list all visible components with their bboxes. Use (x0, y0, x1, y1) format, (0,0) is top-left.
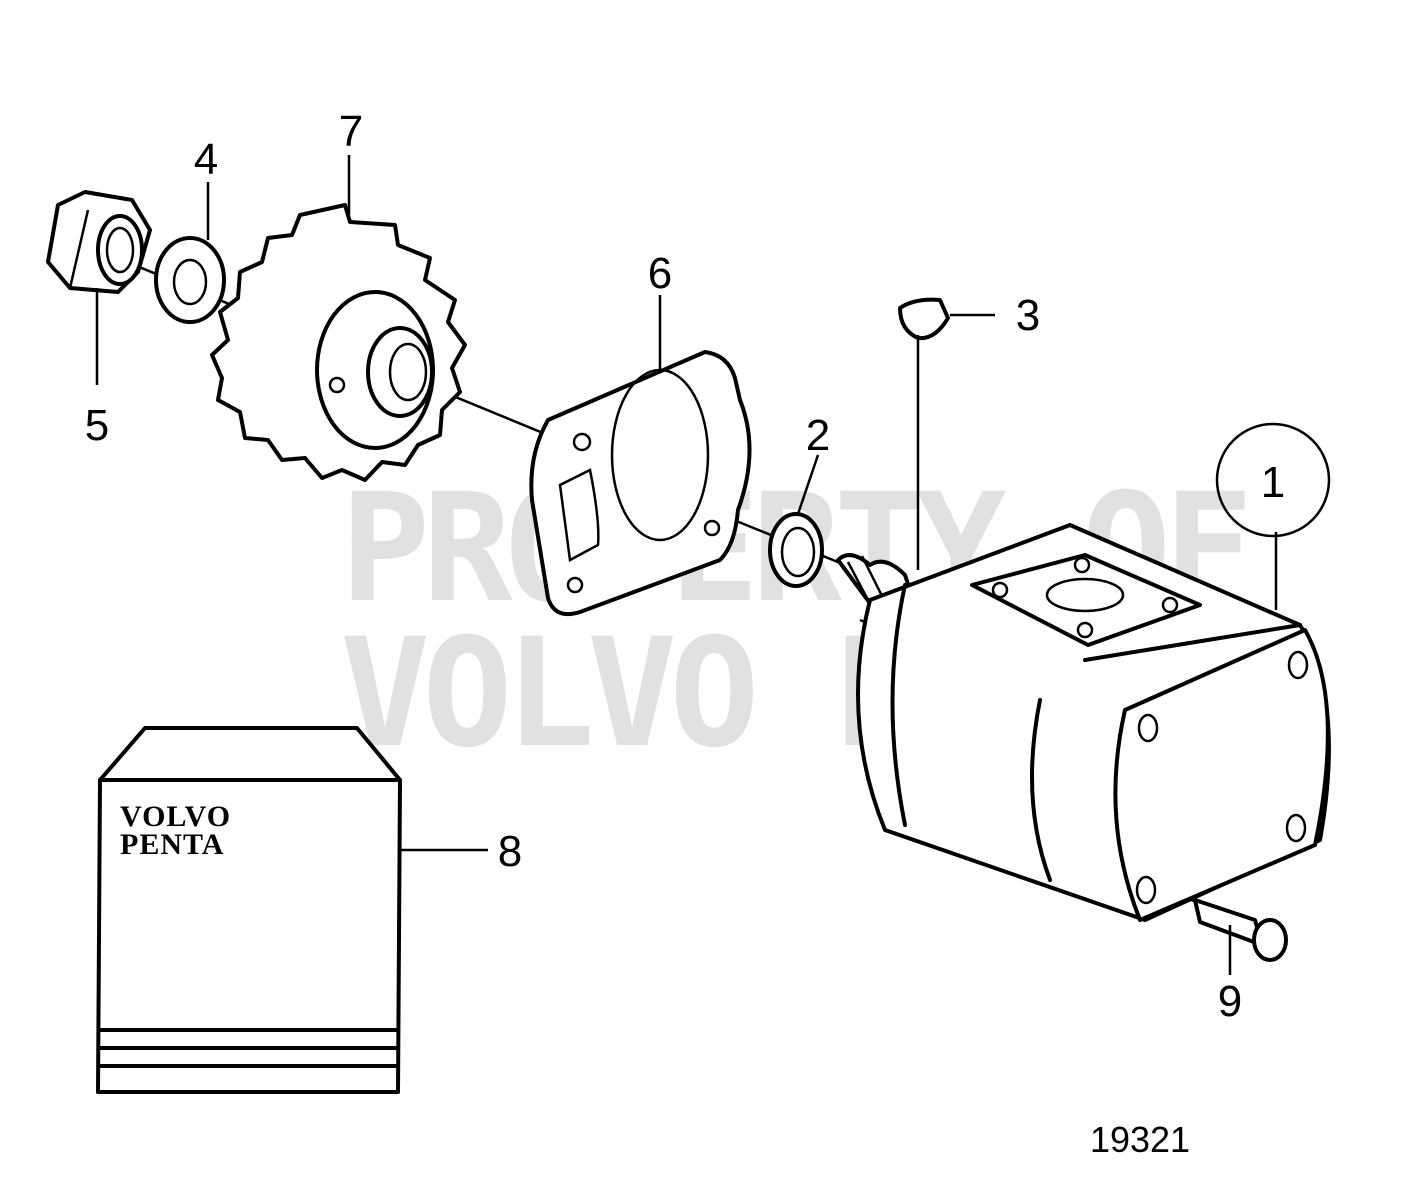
callout-9: 9 (1218, 977, 1242, 1026)
callout-1: 1 (1261, 458, 1285, 507)
callout-8: 8 (498, 827, 522, 876)
o-ring-part (768, 512, 824, 588)
hex-nut-part (46, 190, 152, 294)
callout-2: 2 (806, 411, 830, 460)
callout-labels: 1 2 3 4 5 6 7 8 9 (85, 107, 1285, 1026)
woodruff-key-part (898, 297, 950, 341)
hydraulic-pump-part (836, 523, 1331, 922)
callout-6: 6 (648, 249, 672, 298)
callout-7: 7 (339, 107, 363, 156)
callout-4: 4 (194, 135, 218, 184)
washer-part (154, 236, 226, 324)
callout-5: 5 (85, 401, 109, 450)
kit-brand-line2: PENTA (120, 828, 224, 861)
leader-lines (95, 155, 1278, 975)
drawing-number: 19321 (1090, 1119, 1190, 1160)
gasket-kit-package: VOLVO PENTA (96, 726, 402, 1094)
socket-screw-part (1193, 898, 1288, 962)
callout-circle-1 (1215, 422, 1331, 538)
sprocket-gear-part (210, 203, 467, 482)
callout-3: 3 (1016, 291, 1040, 340)
kit-brand-line1: VOLVO (120, 800, 231, 833)
